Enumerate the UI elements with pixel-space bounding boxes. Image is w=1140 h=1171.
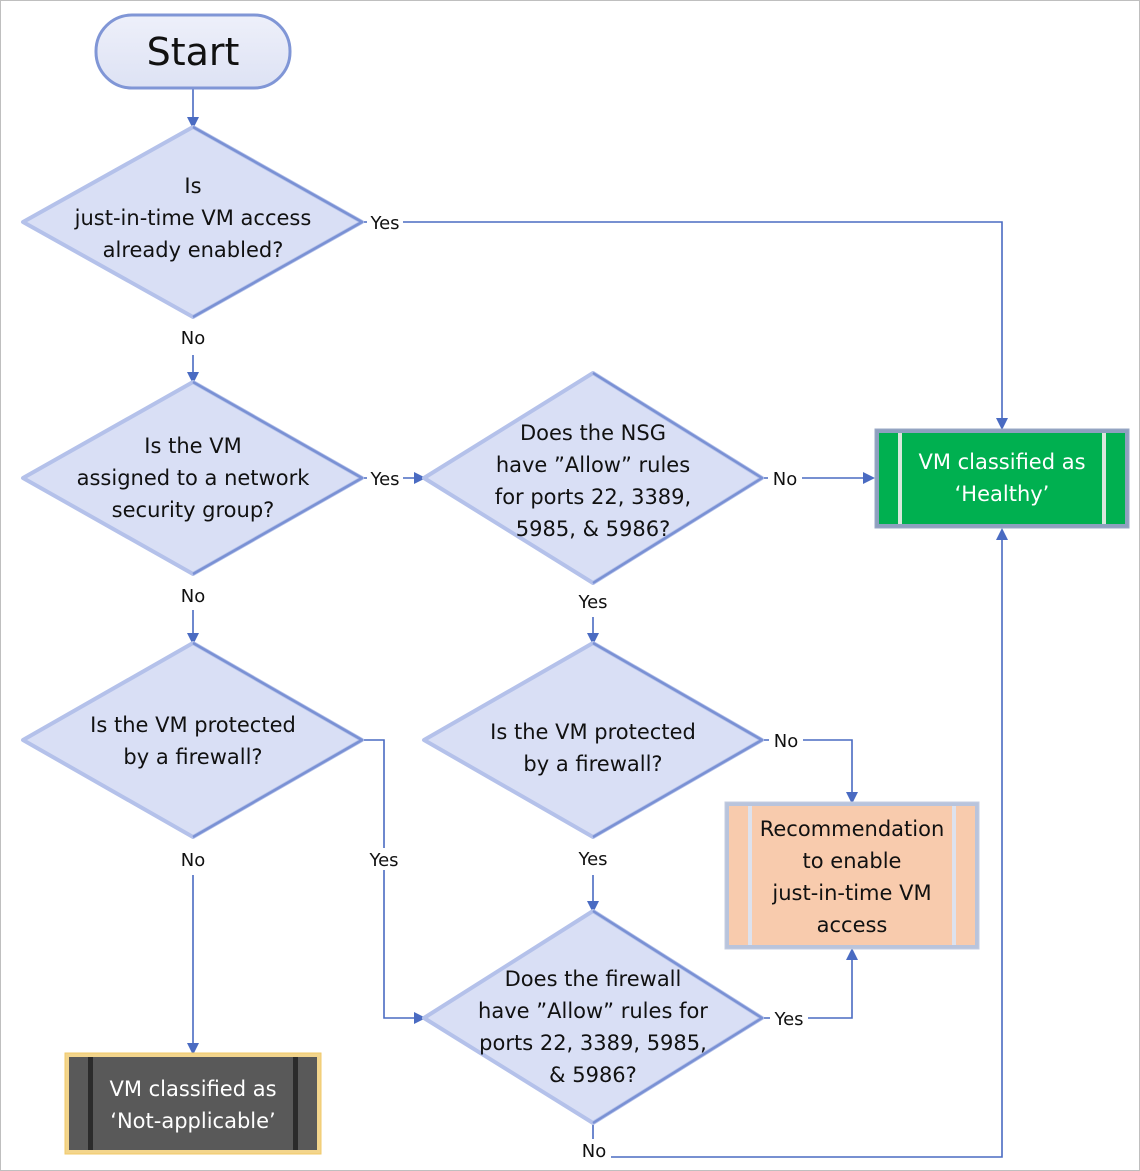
decision-firewall-mid-line-1: Is the VM protected bbox=[490, 720, 696, 744]
decision-firewall-rules-line-4: & 5986? bbox=[549, 1063, 637, 1087]
decision-nsg-assigned-line-1: Is the VM bbox=[144, 434, 241, 458]
decision-jit-enabled-line-1: Is bbox=[184, 174, 201, 198]
label-nsgrules-no: No bbox=[773, 469, 797, 490]
outcome-not-applicable: VM classified as ‘Not-applicable’ bbox=[64, 1052, 322, 1155]
label-nsg-no: No bbox=[181, 586, 205, 607]
label-jit-yes: Yes bbox=[369, 213, 399, 234]
outcome-recommendation-line-1: Recommendation bbox=[760, 817, 945, 841]
outcome-healthy-line-2: ‘Healthy’ bbox=[955, 482, 1050, 506]
decision-nsg-rules-line-2: have ”Allow” rules bbox=[496, 453, 690, 477]
outcome-recommendation-line-3: just-in-time VM bbox=[771, 881, 931, 905]
decision-nsg-rules-line-4: 5985, & 5986? bbox=[516, 517, 670, 541]
decision-nsg-assigned: Is the VM assigned to a network security… bbox=[21, 380, 364, 576]
decision-firewall-rules-line-2: have ”Allow” rules for bbox=[478, 999, 708, 1023]
label-nsgrules-yes: Yes bbox=[577, 592, 607, 613]
decision-jit-enabled: Is just-in-time VM access already enable… bbox=[21, 125, 364, 319]
outcome-healthy: VM classified as ‘Healthy’ bbox=[874, 428, 1130, 529]
outcome-healthy-line-1: VM classified as bbox=[918, 450, 1085, 474]
decision-firewall-rules-line-1: Does the firewall bbox=[505, 967, 682, 991]
label-fwmid-yes: Yes bbox=[577, 849, 607, 870]
decision-jit-enabled-line-2: just-in-time VM access bbox=[74, 206, 312, 230]
label-fwleft-no: No bbox=[181, 850, 205, 871]
edge-labels: Yes No Yes No No Yes No No Yes Yes Yes N… bbox=[176, 211, 808, 1162]
decision-nsg-rules: Does the NSG have ”Allow” rules for port… bbox=[422, 371, 764, 585]
decision-nsg-rules-line-1: Does the NSG bbox=[520, 421, 666, 445]
edge-jit-yes-to-healthy bbox=[362, 221, 1008, 430]
outcome-recommendation-line-2: to enable bbox=[803, 849, 902, 873]
label-fwmid-no: No bbox=[774, 731, 798, 752]
label-nsg-yes: Yes bbox=[369, 469, 399, 490]
decision-firewall-left-line-1: Is the VM protected bbox=[90, 713, 296, 737]
label-fwrules-no: No bbox=[582, 1141, 606, 1162]
decision-nsg-assigned-line-3: security group? bbox=[112, 498, 275, 522]
decision-nsg-assigned-line-2: assigned to a network bbox=[77, 466, 311, 490]
decision-firewall-left-line-2: by a firewall? bbox=[123, 745, 262, 769]
decision-nsg-rules-line-3: for ports 22, 3389, bbox=[495, 485, 691, 509]
decision-firewall-rules-line-3: ports 22, 3389, 5985, bbox=[479, 1031, 707, 1055]
label-fwleft-yes: Yes bbox=[368, 850, 398, 871]
label-fwrules-yes: Yes bbox=[773, 1009, 803, 1030]
decision-firewall-left: Is the VM protected by a firewall? bbox=[21, 641, 364, 839]
outcome-not-applicable-line-1: VM classified as bbox=[109, 1077, 276, 1101]
decision-firewall-rules: Does the firewall have ”Allow” rules for… bbox=[422, 909, 764, 1125]
decision-jit-enabled-line-3: already enabled? bbox=[103, 238, 284, 262]
outcome-not-applicable-line-2: ‘Not-applicable’ bbox=[110, 1109, 275, 1133]
decision-firewall-mid: Is the VM protected by a firewall? bbox=[422, 641, 764, 839]
outcome-recommendation: Recommendation to enable just-in-time VM… bbox=[724, 801, 980, 950]
label-jit-no: No bbox=[181, 328, 205, 349]
decision-firewall-mid-line-2: by a firewall? bbox=[523, 752, 662, 776]
start-node: Start bbox=[94, 13, 292, 90]
start-label: Start bbox=[147, 30, 240, 74]
outcome-recommendation-line-4: access bbox=[817, 913, 888, 937]
edge-fwleft-yes-to-fwrules bbox=[362, 739, 426, 1024]
